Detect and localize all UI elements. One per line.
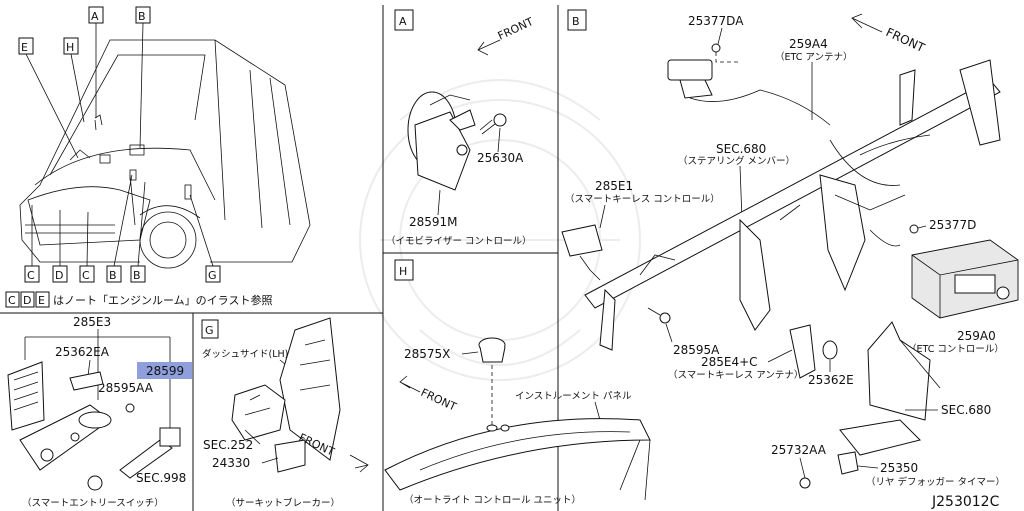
circuit-breaker-illustration [231,384,306,473]
legend-box-c: C [8,294,16,307]
etc-antenna-illustration [667,59,831,126]
part-285E4C[interactable]: 285E4+C [701,355,758,369]
callout-letter: C [82,269,90,282]
immobilizer-caption: （イモビライザー コントロール） [386,235,532,247]
panel-letter: B [572,15,580,28]
part-28595A[interactable]: 28595A [673,343,720,357]
bolt-25377DA-icon [711,43,721,53]
part-24330[interactable]: 24330 [212,456,250,470]
part-25362EA[interactable]: 25362EA [55,345,110,359]
bolt-28595A-icon [647,307,671,324]
key-card-illustration [7,361,181,491]
smart-entry-switch-panel: 285E3 25362EA 28599 28595AA SEC.998 （スマー… [7,315,192,509]
part-28575X[interactable]: 28575X [404,347,450,361]
diagram-code: J253012C [931,494,1000,510]
screw-25732AA-icon [799,477,811,489]
legend-box-e: E [38,294,45,307]
front-arrow-icon [349,454,369,473]
callout-letter: B [133,269,141,282]
steering-member-illustration [584,59,1001,379]
part-25377D[interactable]: 25377D [929,218,976,232]
panel-letter: G [205,324,214,337]
autolight-caption: （オートライト コントロール ユニット） [404,494,581,506]
callout-a[interactable]: A [88,6,104,118]
circuit-breaker-caption: （サーキットブレーカー） [226,497,340,509]
callout-letter: A [91,10,99,23]
front-label-h: FRONT [419,386,459,414]
dash-side-panel-illustration [279,317,341,461]
bolt-25377D-icon [909,224,919,234]
instrument-panel-illustration [384,418,651,501]
callout-letter: B [138,10,146,23]
smart-entry-caption: （スマートエントリースイッチ） [22,497,164,509]
engine-room-reference-note: C D E はノート「エンジンルーム」のイラスト参照 [5,291,272,308]
part-285E1[interactable]: 285E1 [595,179,633,193]
smart-keyless-control-illustration [561,224,603,281]
part-285E3[interactable]: 285E3 [73,315,111,329]
callout-letter: D [55,269,63,282]
callout-letter: C [27,269,35,282]
lower-bracket-illustration [837,321,941,475]
part-28595AA[interactable]: 28595AA [98,381,154,395]
legend-box-d: D [23,294,31,307]
instrument-panel-label: インストルーメント パネル [515,391,632,402]
front-arrow-icon [477,39,501,56]
callout-letter: H [66,41,74,54]
callout-b-2[interactable]: B [106,174,133,283]
sec-680-lower[interactable]: SEC.680 [941,403,991,417]
callout-d[interactable]: D [52,210,68,283]
autolight-sensor-illustration [478,337,506,363]
sec-680-steering[interactable]: SEC.680 [716,142,766,156]
etc-control-label: （ETC コントロール） [907,343,1004,355]
part-25350[interactable]: 25350 [880,461,918,475]
smart-keyless-antenna-label: （スマートキーレス アンテナ） [668,369,803,381]
part-259A0[interactable]: 259A0 [957,329,996,343]
callout-letter: B [109,269,117,282]
part-25362E[interactable]: 25362E [808,373,854,387]
steering-member-label: （ステアリング メンバー） [678,155,795,167]
car-body-illustration [19,39,311,269]
callout-c-2[interactable]: C [79,211,95,283]
part-25732AA[interactable]: 25732AA [771,443,827,457]
callout-letter: G [208,269,217,282]
front-label-a: FRONT [496,15,536,43]
immobilizer-illustration [407,91,476,191]
callout-b-3[interactable]: B [130,181,146,283]
highlight-28599 [137,362,192,379]
callout-g[interactable]: G [189,194,221,283]
dash-side-label: ダッシュサイド(LH) [202,348,288,360]
front-label-b: FRONT [884,25,928,55]
sec-252[interactable]: SEC.252 [203,438,253,452]
panel-a: A FRONT 25630A 28591M （イモビライザー コントロール） [386,9,536,247]
etc-control-illustration [911,239,1019,319]
sec-998[interactable]: SEC.998 [136,471,186,485]
bolt-25630A-illustration [479,113,507,135]
smart-keyless-control-label: （スマートキーレス コントロール） [565,193,720,205]
car-overview-panel: A B E H C D C [5,6,311,308]
callout-letter: E [21,41,28,54]
callout-h[interactable]: H [63,37,85,123]
panel-b: B FRONT 25377DA 259A4 （ETC アンテナ） SEC.680… [561,9,1019,489]
panel-letter: A [399,15,407,28]
part-28591M[interactable]: 28591M [409,215,458,229]
defogger-timer-label: （リヤ デフォッガー タイマー） [866,476,1005,488]
callout-e[interactable]: E [18,37,79,159]
front-arrow-icon [399,375,421,393]
panel-letter: H [399,265,407,278]
part-28599[interactable]: 28599 [146,364,184,378]
legend-text: はノート「エンジンルーム」のイラスト参照 [53,293,272,307]
part-259A4[interactable]: 259A4 [789,37,828,51]
part-25630A[interactable]: 25630A [477,151,524,165]
etc-antenna-label: （ETC アンテナ） [775,51,853,63]
part-25377DA[interactable]: 25377DA [688,14,744,28]
callout-b-top[interactable]: B [135,6,151,149]
front-arrow-icon [851,13,883,33]
panel-g: G ダッシュサイド(LH) SEC.252 24330 FRONT （サーキット… [201,317,369,509]
callout-c-1[interactable]: C [24,205,40,283]
